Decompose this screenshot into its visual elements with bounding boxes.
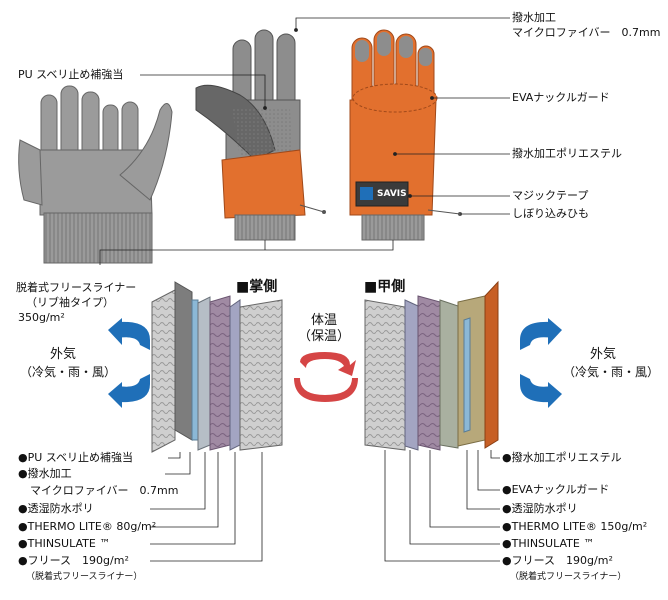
outside-air-right-2: （冷気・雨・風） (563, 365, 660, 379)
left-list-item: ●PU スベリ止め補強当 (18, 451, 134, 464)
left-list-item: ●THERMO LITE® 80g/m² (18, 520, 157, 533)
brand-badge-text: SAVIS (377, 189, 407, 199)
right-list-item: ●EVAナックルガード (502, 483, 610, 496)
back-layers (364, 280, 499, 451)
top-leader-lines (99, 17, 510, 265)
left-list-item: ●撥水加工 (18, 467, 72, 480)
palm-glove (195, 29, 326, 241)
left-list-item: ●透湿防水ポリ (18, 502, 94, 515)
liner-label-2: （リブ袖タイプ） (26, 296, 114, 309)
outside-air-left-2: （冷気・雨・風） (20, 365, 117, 379)
brand-badge: SAVIS (363, 189, 407, 199)
right-list-item: ●フリース 190g/m² (502, 554, 613, 567)
drawstring-label: しぼり込みひも (512, 207, 589, 220)
back-side-heading: ■甲側 (364, 279, 406, 295)
magic-tape-label: マジックテープ (512, 189, 589, 202)
right-list-item: ●透湿防水ポリ (502, 502, 578, 515)
body-temp-label-2: （保温） (298, 329, 351, 344)
palm-layers (151, 281, 283, 453)
left-list-item: ●フリース 190g/m² (18, 554, 129, 567)
polyester-label: 撥水加工ポリエステル (512, 147, 622, 160)
microfiber-label-1: 撥水加工 (512, 11, 556, 24)
left-list-item: （脱着式フリースライナー） (26, 572, 143, 582)
left-list-item: ●THINSULATE ™ (18, 537, 111, 550)
liner-glove (18, 85, 173, 264)
body-temp-label-1: 体温 (311, 313, 338, 328)
outside-air-left-1: 外気 (50, 347, 77, 362)
outside-air-arrows-left (108, 318, 150, 408)
right-list-item: ●THERMO LITE® 150g/m² (502, 520, 648, 533)
body-heat-arrow (294, 352, 358, 402)
back-glove (349, 29, 462, 241)
microfiber-label-2: マイクロファイバー 0.7mm (512, 26, 661, 39)
outside-air-arrows-right (520, 318, 562, 408)
outside-air-right-1: 外気 (590, 347, 617, 362)
pu-patch-label: PU スベリ止め補強当 (18, 68, 124, 81)
eva-knuckle-label: EVAナックルガード (512, 91, 610, 104)
palm-side-heading: ■掌側 (236, 279, 278, 295)
right-list-item: ●撥水加工ポリエステル (502, 451, 622, 464)
left-list-item: マイクロファイバー 0.7mm (30, 484, 179, 497)
left-leader-lines (150, 452, 263, 562)
right-list-item: ●THINSULATE ™ (502, 537, 595, 550)
right-list-item: （脱着式フリースライナー） (510, 572, 627, 582)
right-leader-lines (384, 450, 500, 562)
liner-weight: 350g/m² (18, 311, 65, 324)
liner-label-1: 脱着式フリースライナー (16, 281, 137, 294)
